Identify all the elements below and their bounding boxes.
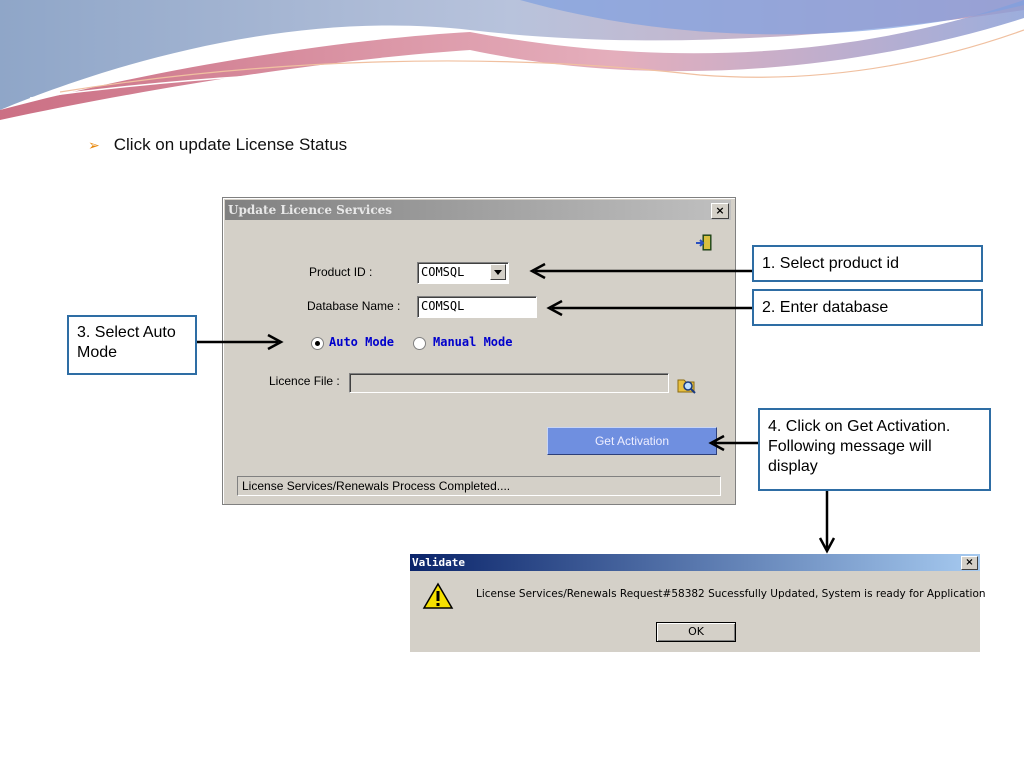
- close-icon: ×: [715, 204, 725, 217]
- validate-dialog: Validate × License Services/Renewals Req…: [410, 554, 986, 652]
- bullet-text: Click on update License Status: [113, 135, 348, 154]
- validate-message: License Services/Renewals Request#58382 …: [476, 588, 986, 600]
- exit-door-icon[interactable]: [695, 234, 715, 252]
- manual-mode-radio[interactable]: [413, 337, 426, 350]
- validate-close-button[interactable]: ×: [961, 556, 978, 570]
- header-swoosh-decoration: [0, 0, 1024, 120]
- licence-file-input[interactable]: [349, 373, 669, 393]
- auto-mode-radio[interactable]: [311, 337, 324, 350]
- close-button[interactable]: ×: [711, 203, 729, 219]
- callout-enter-database: 2. Enter database: [752, 289, 983, 326]
- manual-mode-label[interactable]: Manual Mode: [433, 335, 513, 349]
- bullet-arrow-icon: ➢: [88, 136, 100, 153]
- auto-mode-label[interactable]: Auto Mode: [329, 335, 395, 349]
- product-id-select[interactable]: COMSQL: [417, 262, 509, 284]
- callout-select-product-id: 1. Select product id: [752, 245, 983, 282]
- database-name-input[interactable]: COMSQL: [417, 296, 537, 318]
- browse-folder-icon[interactable]: [677, 375, 697, 395]
- callout-select-auto-mode: 3. Select Auto Mode: [67, 315, 197, 375]
- ok-button[interactable]: OK: [656, 622, 736, 642]
- update-licence-dialog: Update Licence Services × Product ID : C…: [222, 197, 736, 505]
- validate-title: Validate: [410, 554, 980, 571]
- status-bar: License Services/Renewals Process Comple…: [237, 476, 721, 496]
- bullet-item: ➢ Click on update License Status: [88, 135, 347, 155]
- product-id-value: COMSQL: [421, 265, 465, 279]
- close-icon: ×: [965, 557, 974, 568]
- chevron-down-icon[interactable]: [490, 264, 506, 280]
- product-id-label: Product ID :: [309, 265, 373, 279]
- database-name-label: Database Name :: [307, 299, 401, 313]
- licence-file-label: Licence File :: [269, 374, 340, 388]
- get-activation-button[interactable]: Get Activation: [547, 427, 717, 455]
- callout-get-activation: 4. Click on Get Activation. Following me…: [758, 408, 991, 491]
- dialog-title: Update Licence Services: [225, 200, 731, 220]
- warning-icon: [422, 582, 454, 609]
